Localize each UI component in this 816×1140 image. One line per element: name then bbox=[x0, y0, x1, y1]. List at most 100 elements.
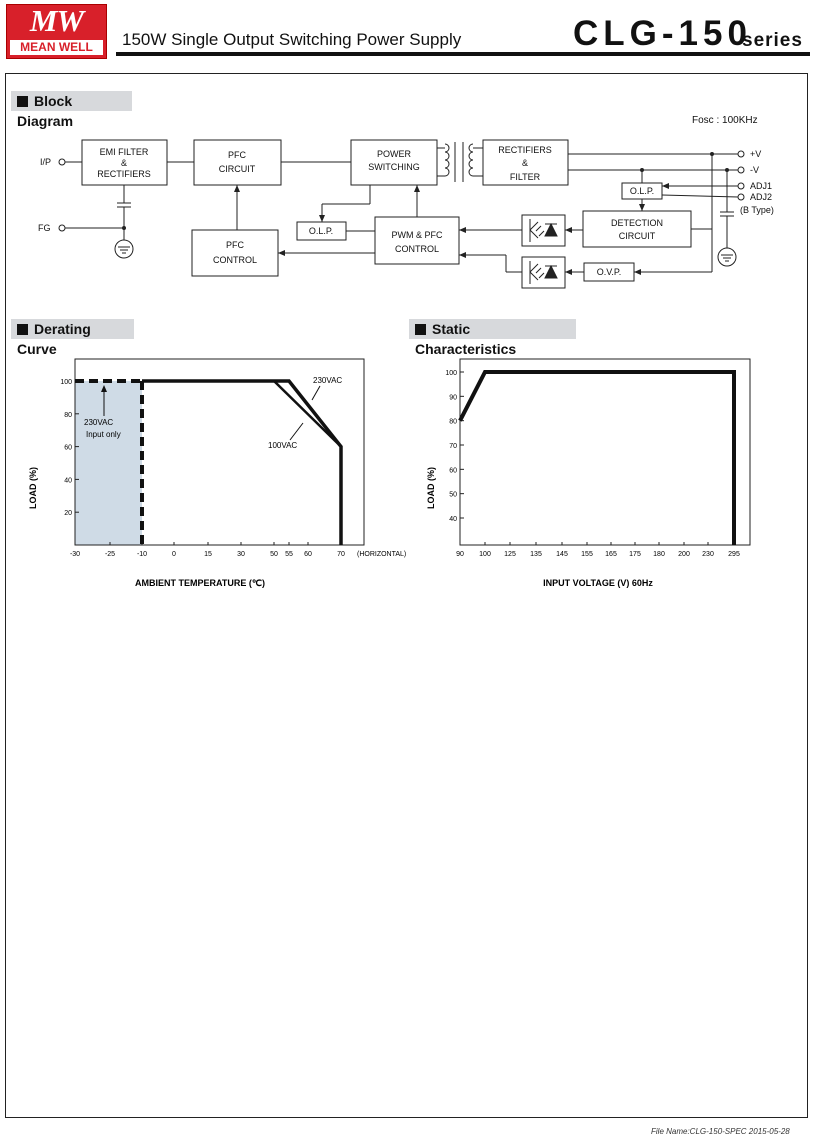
optocoupler-upper bbox=[521, 214, 566, 247]
y-tick-label: 60 bbox=[449, 467, 457, 474]
output-minus-v: -V bbox=[750, 165, 759, 175]
pfc-control-label-1: PFC bbox=[226, 240, 245, 250]
ground-symbol-right bbox=[717, 247, 737, 267]
output-adj1: ADJ1 bbox=[750, 181, 772, 191]
content-frame bbox=[5, 73, 808, 1118]
x-tick-label: 135 bbox=[530, 551, 542, 558]
x-tick-label: 155 bbox=[581, 551, 593, 558]
x-tick-label: 165 bbox=[605, 551, 617, 558]
section-block-diagram: Block Diagram bbox=[11, 91, 132, 129]
model-name: CLG-150 bbox=[573, 14, 752, 53]
ip-terminal bbox=[58, 158, 66, 166]
terminal-minus-v bbox=[737, 166, 745, 174]
x-tick-label: 295 bbox=[728, 551, 740, 558]
mean-well-logo: MW MEAN WELL bbox=[6, 3, 107, 59]
pfc-control-box bbox=[191, 229, 279, 277]
x-tick-label: 180 bbox=[653, 551, 665, 558]
y-tick-label: 80 bbox=[64, 412, 72, 419]
annotation-230vac-leader bbox=[311, 385, 321, 401]
emi-label-1: EMI FILTER bbox=[100, 147, 149, 157]
bullet-square bbox=[415, 324, 426, 335]
bullet-square bbox=[17, 324, 28, 335]
y-tick-label: 40 bbox=[449, 516, 457, 523]
rectifiers-label-2: & bbox=[522, 158, 528, 168]
transformer-primary bbox=[444, 143, 450, 177]
x-tick-label: 15 bbox=[204, 551, 212, 558]
annotation-230vac-only: 230VAC bbox=[84, 418, 113, 427]
page-title: 150W Single Output Switching Power Suppl… bbox=[122, 30, 462, 49]
fosc-label: Fosc : 100KHz bbox=[692, 115, 758, 126]
logo-name: MEAN WELL bbox=[10, 40, 103, 55]
detection-label-1: DETECTION bbox=[611, 218, 663, 228]
series-line-100vac bbox=[142, 379, 342, 448]
pfc-circuit-label-1: PFC bbox=[228, 150, 247, 160]
plot-frame bbox=[459, 358, 751, 546]
olp-left-label: O.L.P. bbox=[309, 226, 333, 236]
power-switching-label-1: POWER bbox=[377, 149, 412, 159]
x-tick-label: 55 bbox=[285, 551, 293, 558]
y-tick-label: 60 bbox=[64, 445, 72, 452]
pfc-circuit-box bbox=[193, 139, 282, 186]
annotation-arrowhead bbox=[101, 385, 107, 392]
output-b-type: (B Type) bbox=[740, 205, 774, 215]
y-tick-label: 20 bbox=[64, 510, 72, 517]
x-tick-label: 60 bbox=[304, 551, 312, 558]
fg-label: FG bbox=[38, 223, 51, 233]
section-static-characteristics: Static Characteristics bbox=[409, 319, 576, 357]
x-tick-label: 70 bbox=[337, 551, 345, 558]
terminal-adj1 bbox=[737, 182, 745, 190]
optocoupler-lower bbox=[521, 256, 566, 289]
shaded-region-230vac-only bbox=[75, 381, 142, 545]
annotation-100vac-leader bbox=[289, 422, 304, 441]
opto-lower-symbol bbox=[529, 261, 558, 284]
section-derating-curve: Derating Curve bbox=[11, 319, 134, 357]
fg-terminal bbox=[58, 224, 66, 232]
logo-mark: MW bbox=[29, 3, 84, 38]
x-tick-label: -25 bbox=[105, 551, 115, 558]
emi-label-2: & bbox=[121, 158, 127, 168]
y-tick-label: 70 bbox=[449, 443, 457, 450]
x-tick-label: 125 bbox=[504, 551, 516, 558]
annotation-input-only: Input only bbox=[86, 430, 121, 439]
y-tick-label: 50 bbox=[449, 492, 457, 499]
plot-frame bbox=[74, 358, 365, 546]
x-tick-label: 30 bbox=[237, 551, 245, 558]
x-tick-label: 50 bbox=[270, 551, 278, 558]
header-rule bbox=[116, 52, 810, 56]
pfc-control-label-2: CONTROL bbox=[213, 255, 257, 265]
x-axis-title: AMBIENT TEMPERATURE (℃) bbox=[135, 578, 265, 588]
y-tick-label: 40 bbox=[64, 477, 72, 484]
y-tick-label: 80 bbox=[449, 419, 457, 426]
x-tick-note: (HORIZONTAL) bbox=[357, 551, 406, 558]
rectifiers-filter-box bbox=[482, 139, 569, 186]
ovp-label: O.V.P. bbox=[597, 267, 622, 277]
output-plus-v: +V bbox=[750, 149, 761, 159]
y-axis-title: LOAD (%) bbox=[426, 467, 436, 509]
x-tick-label: 145 bbox=[556, 551, 568, 558]
pfc-circuit-label-2: CIRCUIT bbox=[219, 164, 256, 174]
annotation-100vac: 100VAC bbox=[268, 441, 297, 450]
block-diagram: EMI FILTER & RECTIFIERS PFC CIRCUIT POWE… bbox=[38, 115, 774, 289]
x-tick-label: -30 bbox=[70, 551, 80, 558]
terminal-plus-v bbox=[737, 150, 745, 158]
bullet-square bbox=[17, 96, 28, 107]
opto-upper-symbol bbox=[529, 219, 558, 242]
x-tick-label: 200 bbox=[678, 551, 690, 558]
ground-symbol-left bbox=[114, 239, 134, 259]
x-tick-label: 0 bbox=[172, 551, 176, 558]
annotation-230vac: 230VAC bbox=[313, 376, 342, 385]
series-label: series bbox=[742, 30, 803, 51]
ip-label: I/P bbox=[40, 157, 51, 167]
footer-file-name: File Name:CLG-150-SPEC 2015-05-28 bbox=[651, 1127, 790, 1136]
y-tick-label: 100 bbox=[445, 370, 457, 377]
x-tick-label: 100 bbox=[479, 551, 491, 558]
terminal-adj2 bbox=[737, 193, 745, 201]
x-tick-label: 90 bbox=[456, 551, 464, 558]
detection-circuit-box bbox=[582, 210, 692, 248]
series-line-load bbox=[458, 370, 736, 545]
pwm-control-box bbox=[374, 216, 460, 265]
output-adj2: ADJ2 bbox=[750, 192, 772, 202]
rectifiers-label-3: FILTER bbox=[510, 172, 541, 182]
